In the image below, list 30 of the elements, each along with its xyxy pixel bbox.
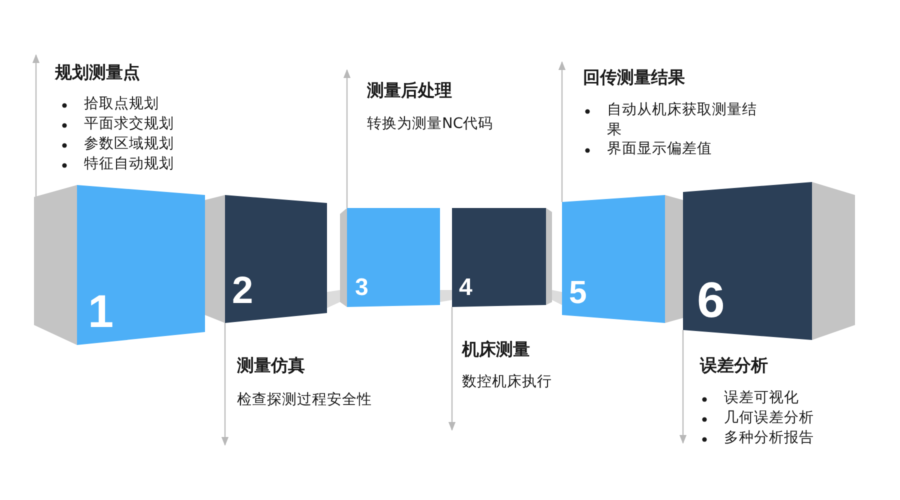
bullet-text: 自动从机床获取测量结果 [607, 102, 757, 138]
step-description: 数控机床执行 [462, 373, 553, 392]
step-heading: 规划测量点 [55, 63, 140, 84]
bullet-text: 多种分析报告 [724, 430, 814, 446]
bullet-text: 拾取点规划 [84, 96, 159, 112]
arrow [558, 61, 566, 202]
bullet-text: 界面显示偏差值 [607, 141, 712, 157]
step-number: 4 [459, 276, 472, 300]
step-number: 2 [232, 272, 254, 310]
arrow [448, 307, 456, 431]
step-heading: 机床测量 [462, 340, 530, 360]
step-heading: 回传测量结果 [583, 68, 685, 88]
step-number: 3 [355, 276, 368, 300]
step-description: 转换为测量NC代码 [367, 115, 494, 134]
arrow [221, 323, 229, 446]
arrow [32, 54, 40, 197]
bullet-text: 几何误差分析 [724, 410, 814, 426]
step-number: 6 [697, 275, 725, 325]
bullet-text: 参数区域规划 [84, 136, 174, 152]
bullet-text: 特征自动规划 [84, 156, 174, 172]
step-heading: 测量仿真 [237, 356, 305, 376]
step-description: 检查探测过程安全性 [237, 391, 373, 410]
step-number: 5 [569, 276, 587, 308]
arrow [679, 330, 687, 444]
step-heading: 误差分析 [700, 356, 768, 376]
step-number: 1 [88, 288, 114, 334]
arrow [343, 69, 351, 208]
bullet-text: 平面求交规划 [84, 116, 174, 132]
bullet-text: 误差可视化 [724, 390, 799, 406]
step-heading: 测量后处理 [367, 81, 452, 102]
